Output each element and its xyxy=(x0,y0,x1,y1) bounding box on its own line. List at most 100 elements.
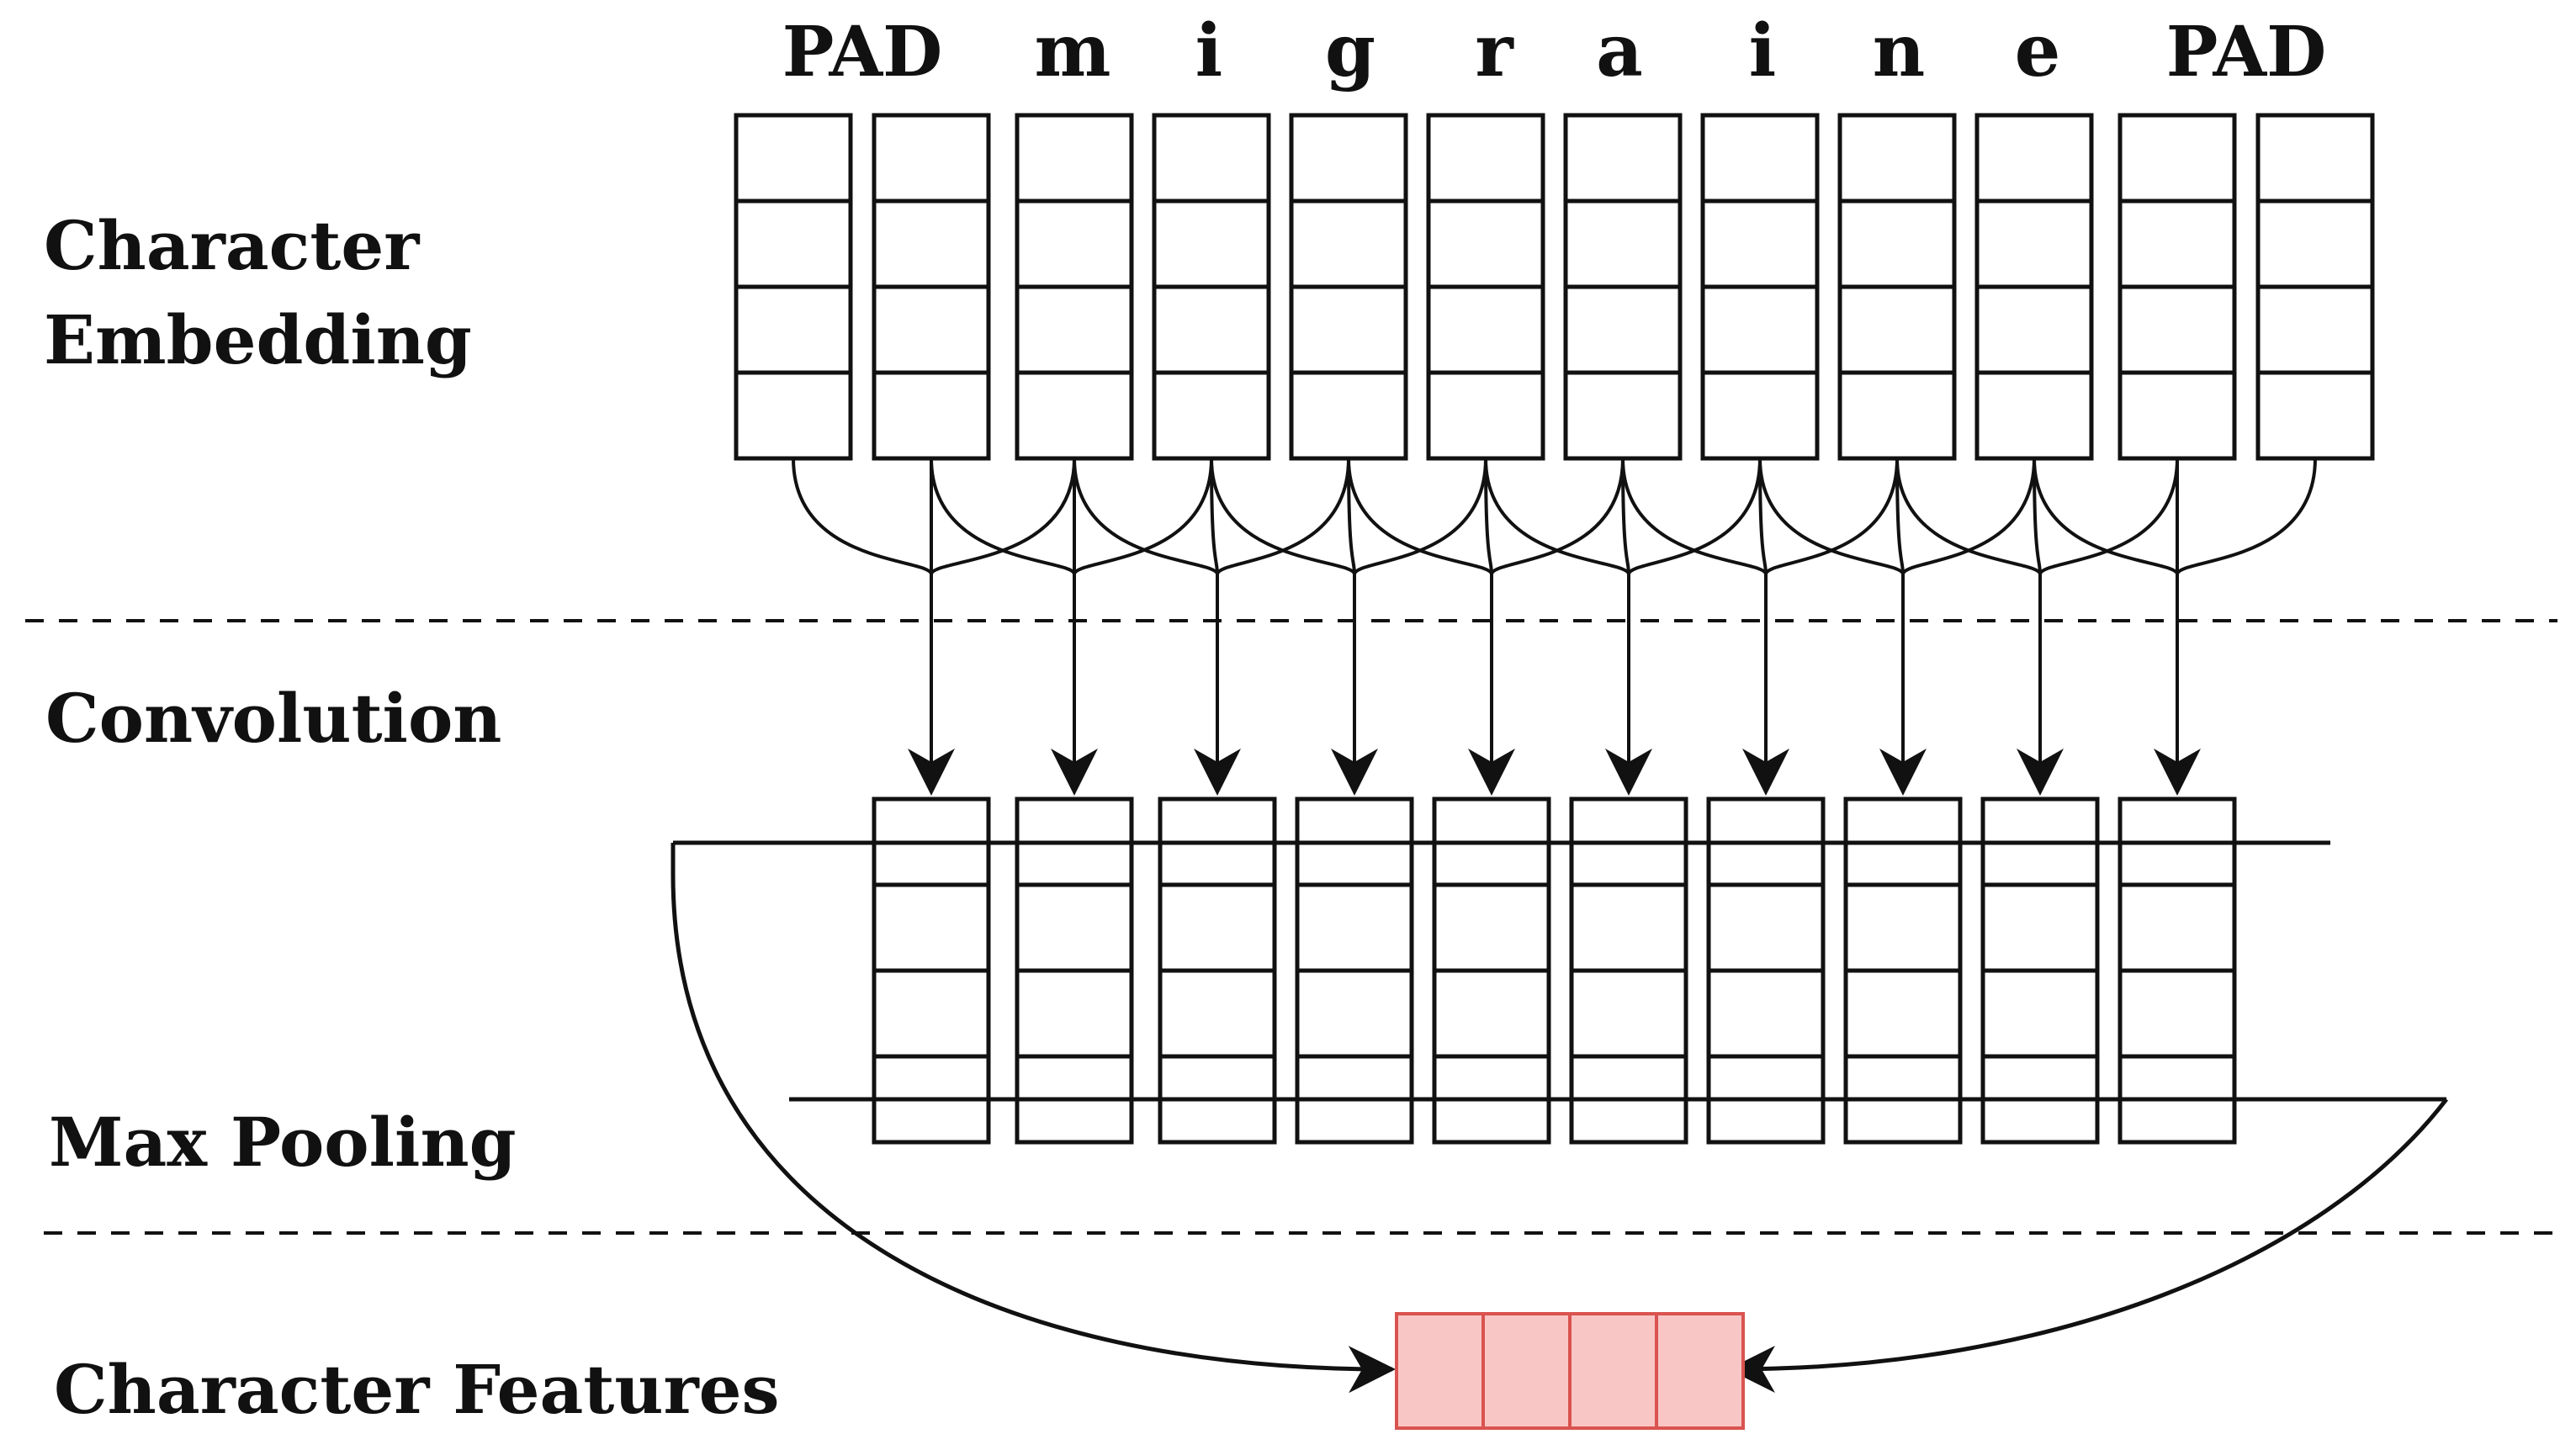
embedding-vector-6-cell-1 xyxy=(1426,113,1545,204)
character-features-label: Character Features xyxy=(54,1350,780,1429)
conv-window-5-link-3 xyxy=(1490,458,1625,575)
char-label-8: n xyxy=(1873,8,1926,93)
embedding-vector-10-cell-4 xyxy=(1974,370,2094,461)
embedding-vector-5-cell-1 xyxy=(1289,113,1408,204)
feature-cell-1 xyxy=(1395,1312,1485,1430)
conv-window-8-link-2 xyxy=(1895,458,1905,575)
embedding-vector-11 xyxy=(2118,113,2237,461)
embedding-vector-8-cell-4 xyxy=(1700,370,1820,461)
conv-output-9 xyxy=(1980,796,2100,1145)
conv-output-3-cell-3 xyxy=(1158,968,1277,1059)
conv-output-8 xyxy=(1843,796,1963,1145)
conv-window-7-link-3 xyxy=(1764,458,1899,575)
conv-output-7-cell-2 xyxy=(1706,882,1826,973)
embedding-label-line2: Embedding xyxy=(44,300,472,379)
embedding-vector-7-cell-3 xyxy=(1563,284,1683,375)
embedding-vector-1 xyxy=(734,113,853,461)
conv-output-10-cell-3 xyxy=(2118,968,2237,1059)
convolution-label: Convolution xyxy=(45,679,501,758)
embedding-vector-11-cell-3 xyxy=(2118,284,2237,375)
feature-cell-2 xyxy=(1481,1312,1572,1430)
conv-output-7-cell-3 xyxy=(1706,968,1826,1059)
char-label-3: i xyxy=(1195,8,1223,93)
conv-output-10 xyxy=(2118,796,2237,1145)
feature-cell-4 xyxy=(1655,1312,1745,1430)
pooling-arrow-left xyxy=(671,843,1396,1394)
conv-output-5 xyxy=(1432,796,1551,1145)
embedding-vector-4-cell-1 xyxy=(1152,113,1271,204)
conv-output-3 xyxy=(1158,796,1277,1145)
embedding-vector-3-cell-4 xyxy=(1015,370,1134,461)
embedding-vector-9-cell-2 xyxy=(1837,198,1957,289)
embedding-vector-3 xyxy=(1015,113,1134,461)
conv-window-5-link-2 xyxy=(1484,458,1493,575)
conv-window-5 xyxy=(1347,458,1625,796)
embedding-vector-2-cell-1 xyxy=(872,113,991,204)
embedding-vector-8-cell-1 xyxy=(1700,113,1820,204)
conv-window-9-link-1 xyxy=(1895,458,2042,575)
embedding-vector-7 xyxy=(1563,113,1683,461)
embedding-vector-11-cell-4 xyxy=(2118,370,2237,461)
embedding-vector-9-cell-4 xyxy=(1837,370,1957,461)
char-label-4: g xyxy=(1325,8,1375,93)
embedding-vector-4-cell-4 xyxy=(1152,370,1271,461)
conv-output-5-cell-2 xyxy=(1432,882,1551,973)
conv-window-6-link-1 xyxy=(1484,458,1630,575)
embedding-vector-4-cell-2 xyxy=(1152,198,1271,289)
conv-output-5-cell-3 xyxy=(1432,968,1551,1059)
conv-window-2-link-1 xyxy=(930,458,1076,575)
conv-window-10-link-3 xyxy=(2176,458,2317,575)
conv-window-7-link-1 xyxy=(1621,458,1768,575)
conv-window-4 xyxy=(1210,458,1487,796)
conv-output-9-cell-3 xyxy=(1980,968,2100,1059)
conv-output-4-cell-3 xyxy=(1295,968,1414,1059)
conv-output-8-cell-3 xyxy=(1843,968,1963,1059)
conv-output-6 xyxy=(1569,796,1688,1145)
conv-window-6 xyxy=(1484,458,1762,796)
embedding-vector-12-cell-1 xyxy=(2255,113,2375,204)
embedding-vector-2-cell-3 xyxy=(872,284,991,375)
conv-window-3 xyxy=(1073,458,1350,796)
conv-window-3-link-1 xyxy=(1073,458,1219,575)
conv-window-8 xyxy=(1758,458,2036,796)
embedding-vector-9-cell-1 xyxy=(1837,113,1957,204)
conv-window-7 xyxy=(1621,458,1899,796)
conv-window-8-link-1 xyxy=(1758,458,1905,575)
conv-window-7-link-2 xyxy=(1758,458,1768,575)
embedding-vector-10 xyxy=(1974,113,2094,461)
conv-output-2 xyxy=(1015,796,1134,1145)
embedding-vector-3-cell-3 xyxy=(1015,284,1134,375)
embedding-vector-4 xyxy=(1152,113,1271,461)
embedding-vector-6-cell-2 xyxy=(1426,198,1545,289)
char-label-1: PAD xyxy=(782,12,942,93)
embedding-vector-5-cell-4 xyxy=(1289,370,1408,461)
embedding-vector-8-cell-2 xyxy=(1700,198,1820,289)
conv-window-3-link-3 xyxy=(1216,458,1350,575)
convolution-connections xyxy=(792,458,2317,796)
embedding-vector-2-cell-2 xyxy=(872,198,991,289)
embedding-vector-1-cell-1 xyxy=(734,113,853,204)
embedding-label-line1: Character xyxy=(44,206,420,285)
conv-window-3-link-2 xyxy=(1210,458,1219,575)
conv-output-8-cell-2 xyxy=(1843,882,1963,973)
embedding-vector-7-cell-4 xyxy=(1563,370,1683,461)
char-label-2: m xyxy=(1035,8,1111,93)
embedding-vector-1-cell-4 xyxy=(734,370,853,461)
embedding-vector-10-cell-1 xyxy=(1974,113,2094,204)
convolution-outputs xyxy=(872,796,2237,1145)
embedding-vector-8 xyxy=(1700,113,1820,461)
conv-output-4 xyxy=(1295,796,1414,1145)
conv-window-5-link-1 xyxy=(1347,458,1493,575)
conv-output-7 xyxy=(1706,796,1826,1145)
embedding-vector-8-cell-3 xyxy=(1700,284,1820,375)
embedding-vector-1-cell-3 xyxy=(734,284,853,375)
conv-window-9-link-3 xyxy=(2038,458,2179,575)
embedding-vector-6-cell-4 xyxy=(1426,370,1545,461)
embedding-vector-2-cell-4 xyxy=(872,370,991,461)
conv-window-2 xyxy=(930,458,1213,796)
char-label-7: i xyxy=(1749,8,1777,93)
embedding-vector-7-cell-2 xyxy=(1563,198,1683,289)
embedding-vector-6-cell-3 xyxy=(1426,284,1545,375)
embedding-vector-9 xyxy=(1837,113,1957,461)
conv-output-1-cell-2 xyxy=(872,882,991,973)
